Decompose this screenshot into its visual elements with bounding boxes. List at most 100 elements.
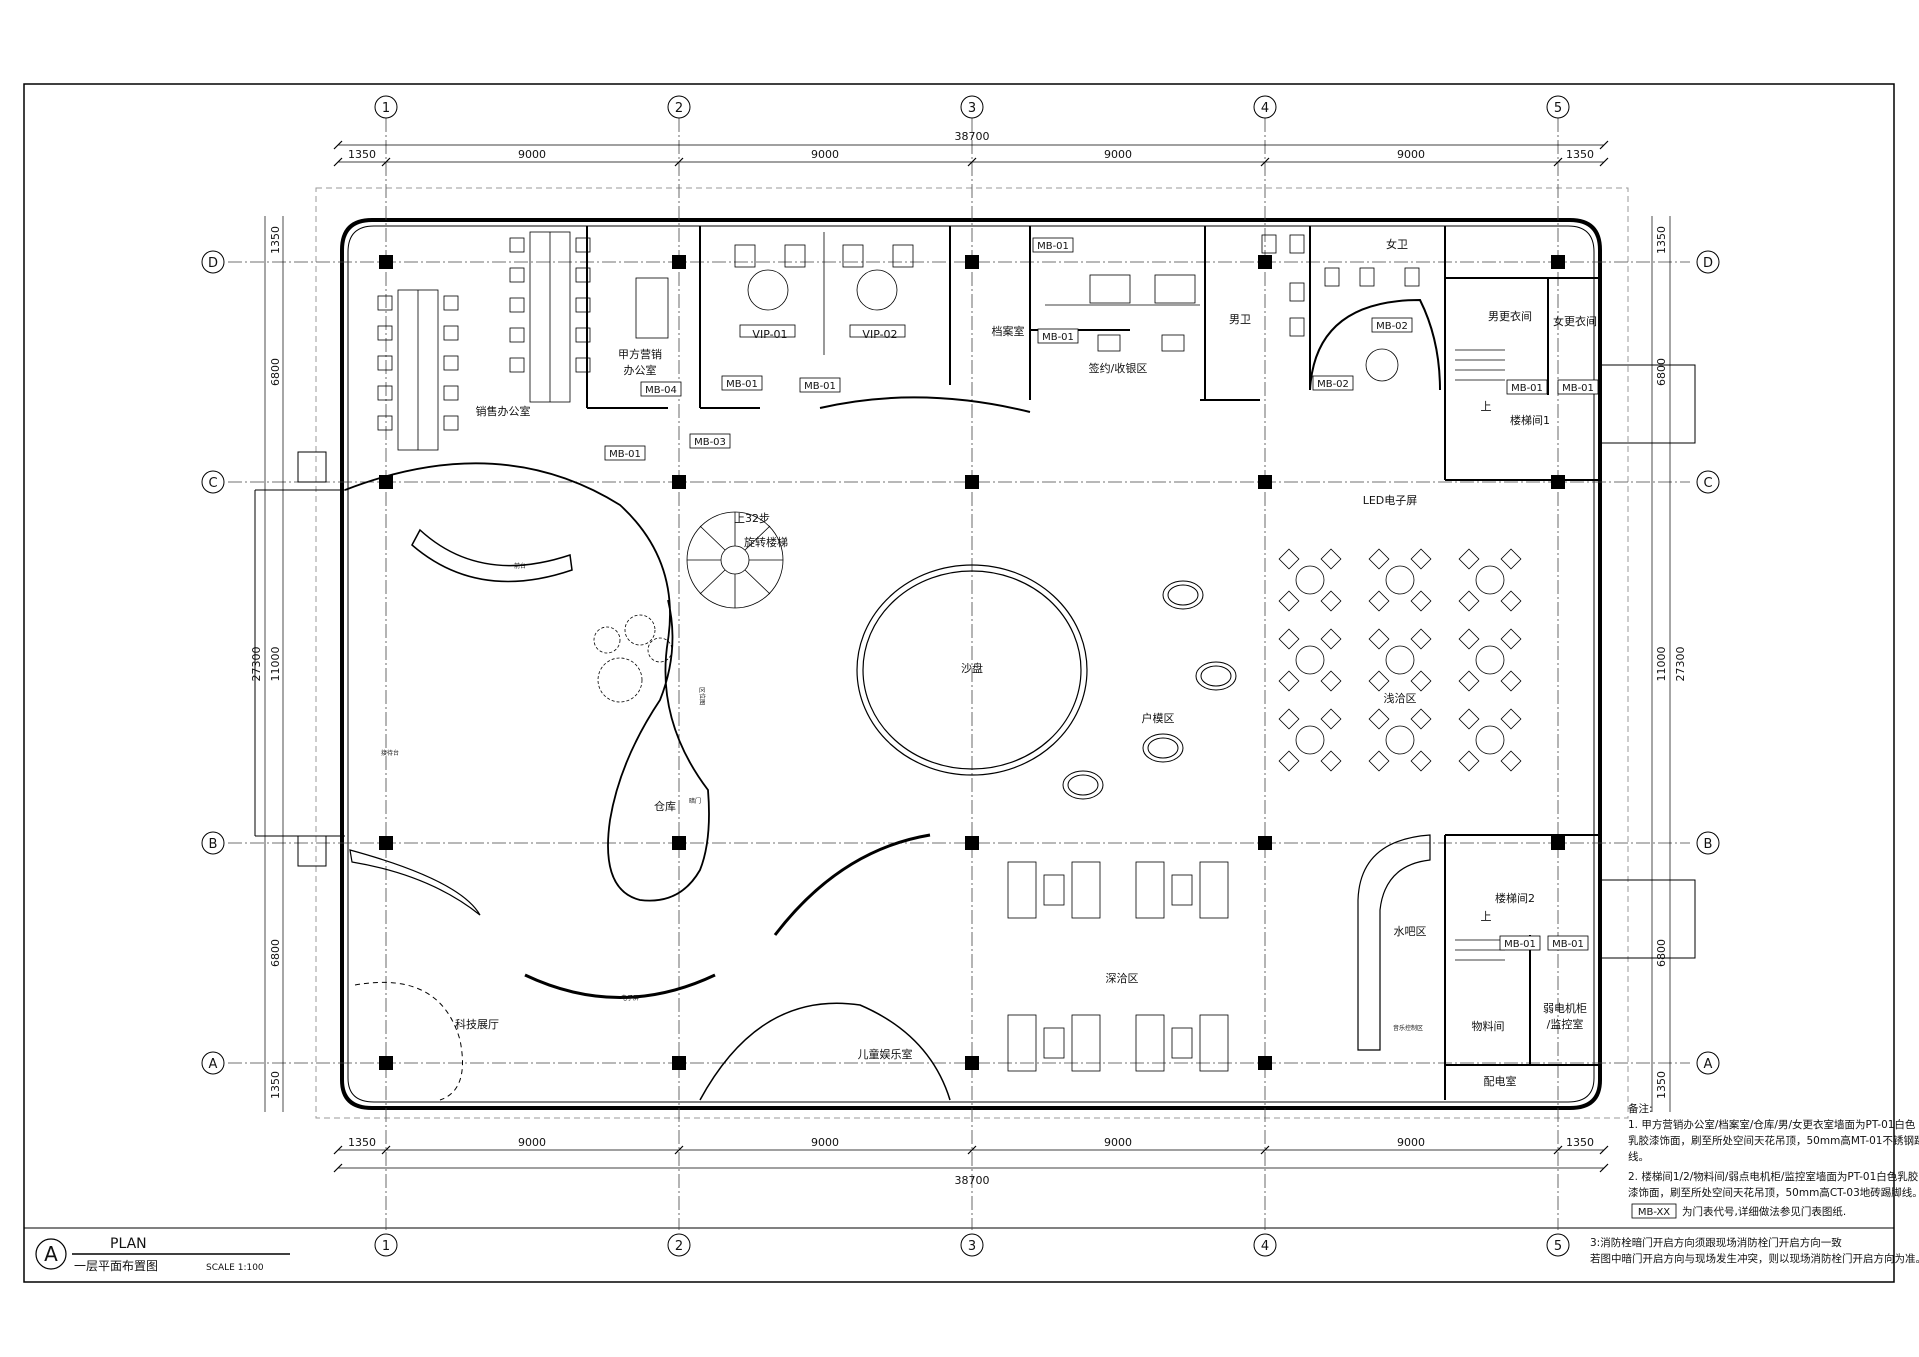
unit-model-ovals: [1062, 580, 1237, 800]
notes-heading: 备注:: [1628, 1102, 1653, 1115]
dim-top-bay-3: 9000: [1104, 148, 1132, 161]
dimension-lines: [264, 144, 1671, 1169]
stair-hatch: [1455, 349, 1505, 961]
svg-text:1: 1: [382, 1239, 390, 1254]
dim-bot-bay-2: 9000: [811, 1136, 839, 1149]
dim-top-bay-2: 9000: [811, 148, 839, 161]
svg-text:MB-01: MB-01: [609, 449, 641, 460]
door-tag-mb04: MB-04: [640, 381, 682, 397]
dim-bot-bay-1: 9000: [518, 1136, 546, 1149]
e-screen-label: 电子屏: [621, 994, 639, 1002]
axis-bubble-bottom-4: 4: [1253, 1233, 1277, 1257]
room-water-bar: 水吧区: [1394, 925, 1427, 938]
room-weak-elec-line2: /监控室: [1547, 1017, 1584, 1031]
spiral-label: 旋转楼梯: [744, 535, 788, 549]
svg-text:5: 5: [1554, 101, 1562, 116]
svg-text:MB-03: MB-03: [694, 437, 726, 448]
svg-text:A: A: [1704, 1057, 1713, 1072]
dim-left-edge-top: 1350: [269, 226, 282, 254]
svg-text:4: 4: [1261, 101, 1269, 116]
room-client-office-line1: 甲方营销: [618, 347, 662, 361]
kids-room-arc: [699, 1002, 951, 1101]
dim-left-total: 27300: [250, 647, 263, 682]
room-client-office-line2: 办公室: [624, 363, 657, 377]
svg-text:2: 2: [675, 101, 683, 116]
axis-bubble-left-A: A: [201, 1051, 225, 1075]
axis-bubble-right-D: D: [1696, 250, 1720, 274]
structural-columns: [379, 255, 1565, 1070]
door-tag-mb01-a: MB-01: [1032, 237, 1074, 253]
axis-bubble-right-C: C: [1696, 470, 1720, 494]
reception-label: 前台: [514, 562, 526, 570]
axis-bubble-left-D: D: [201, 250, 225, 274]
room-storage: 仓库: [654, 799, 676, 813]
stair1-up: 上: [1481, 400, 1492, 413]
svg-text:C: C: [208, 476, 217, 491]
svg-text:MB-01: MB-01: [1504, 939, 1536, 950]
dim-top-bay-4: 9000: [1397, 148, 1425, 161]
room-material: 物料间: [1472, 1019, 1505, 1033]
axis-bubble-bottom-2: 2: [667, 1233, 691, 1257]
dim-left-edge-bot: 1350: [269, 1071, 282, 1099]
dim-right-total: 27300: [1674, 647, 1687, 682]
svg-text:MB-XX: MB-XX: [1638, 1207, 1670, 1218]
room-deep-nego: 深洽区: [1106, 972, 1139, 985]
svg-text:MB-01: MB-01: [1511, 383, 1543, 394]
dim-bot-bay-3: 9000: [1104, 1136, 1132, 1149]
svg-text:3: 3: [968, 101, 976, 116]
axis-bubble-top-5: 5: [1546, 95, 1570, 119]
room-vip2: VIP-02: [862, 328, 897, 341]
dim-bot-edge-left: 1350: [348, 1136, 376, 1149]
deep-negotiation-sofas: [1007, 861, 1229, 1072]
axis-bubble-top-1: 1: [374, 95, 398, 119]
svg-text:B: B: [1704, 837, 1713, 852]
door-tag-mb01-h: MB-01: [1499, 935, 1541, 951]
door-tag-mb01-c: MB-01: [721, 375, 763, 391]
room-sales-office: 销售办公室: [476, 404, 531, 418]
escape-door-label: 暗门: [689, 797, 701, 805]
axis-bubble-bottom-3: 3: [960, 1233, 984, 1257]
dim-right-ba: 6800: [1655, 939, 1668, 967]
axis-bubble-right-B: B: [1696, 831, 1720, 855]
svg-text:C: C: [1703, 476, 1712, 491]
dim-left-ba: 6800: [269, 939, 282, 967]
svg-text:MB-01: MB-01: [1552, 939, 1584, 950]
room-sign-zone: 签约/收银区: [1089, 361, 1148, 375]
svg-text:A: A: [209, 1057, 218, 1072]
sheet-frame: [23, 83, 1895, 1283]
note-1-line-1: 1. 甲方营销办公室/档案室/仓库/男/女更衣室墙面为PT-01白色: [1628, 1118, 1916, 1131]
sales-desks: [377, 231, 591, 451]
svg-text:D: D: [1703, 256, 1713, 271]
room-power: 配电室: [1484, 1074, 1517, 1088]
dim-bot-total: 38700: [955, 1174, 990, 1187]
note-3-line-1: 3:消防栓暗门开启方向须跟现场消防栓门开启方向一致: [1590, 1236, 1842, 1249]
dim-left-cb: 11000: [269, 647, 282, 682]
reception-counter: [411, 528, 573, 583]
svg-text:2: 2: [675, 1239, 683, 1254]
dim-top-edge-right: 1350: [1566, 148, 1594, 161]
dim-right-edge-top: 1350: [1655, 226, 1668, 254]
room-kids: 儿童娱乐室: [858, 1047, 913, 1061]
dim-top-total: 38700: [955, 130, 990, 143]
room-men-wc: 男卫: [1229, 313, 1251, 326]
title-letter: A: [44, 1242, 58, 1266]
door-tag-mb01-d: MB-01: [799, 377, 841, 393]
dim-bot-edge-right: 1350: [1566, 1136, 1594, 1149]
curved-wall-middle: [773, 833, 931, 936]
svg-text:MB-01: MB-01: [1562, 383, 1594, 394]
dim-left-dc: 6800: [269, 358, 282, 386]
note-2-line-2: 漆饰面，刷至所处空间天花吊顶，50mm高CT-03地砖踢脚线。: [1628, 1186, 1919, 1199]
curved-wall-storage: [344, 462, 710, 902]
dimension-ticks: [333, 140, 1609, 1173]
door-tag-mb01-b: MB-01: [1037, 328, 1079, 344]
note-1-line-3: 线。: [1628, 1150, 1649, 1163]
led-screen-label: LED电子屏: [1363, 494, 1418, 507]
door-tag-mb03: MB-03: [689, 433, 731, 449]
curved-screen-left: [524, 973, 716, 999]
room-archive: 档案室: [992, 324, 1025, 338]
svg-text:MB-04: MB-04: [645, 385, 677, 396]
spiral-staircase: [686, 511, 784, 609]
light-negotiation-tables: [1278, 548, 1522, 772]
dim-right-dc: 6800: [1655, 358, 1668, 386]
